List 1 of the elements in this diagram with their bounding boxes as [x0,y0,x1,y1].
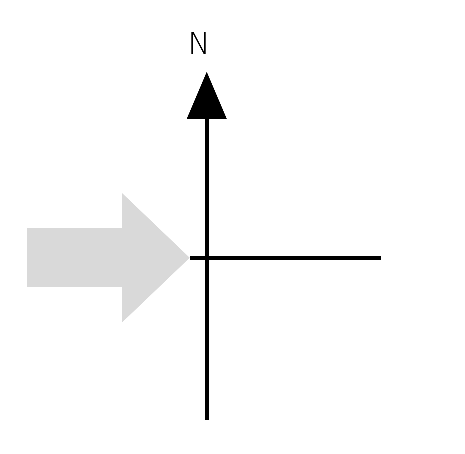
compass-label: N [188,30,210,60]
